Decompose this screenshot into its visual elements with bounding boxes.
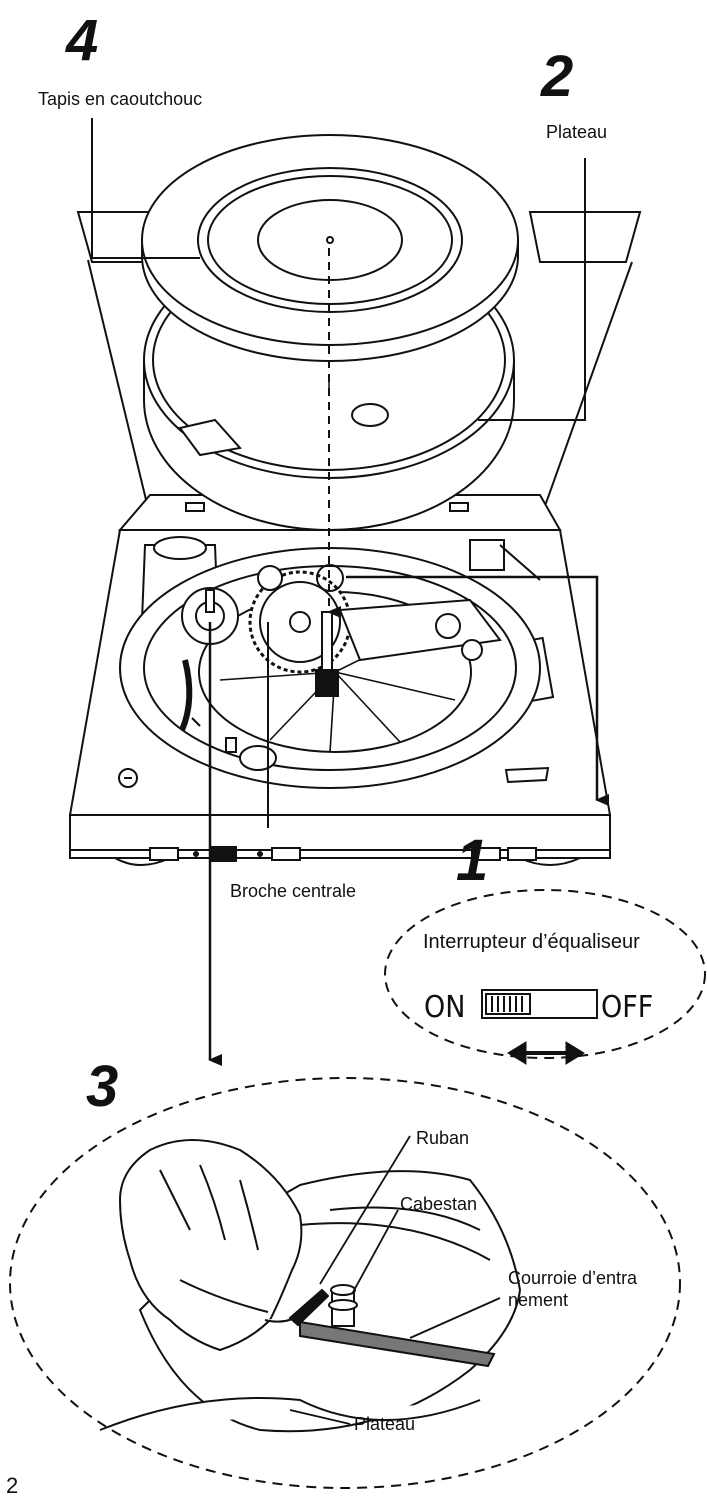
rubber-mat-part	[141, 134, 519, 362]
label-platter-top: Plateau	[546, 122, 607, 142]
label-capstan: Cabestan	[400, 1194, 477, 1214]
turntable-body	[68, 211, 642, 866]
equalizer-callout-ellipse	[384, 889, 706, 1059]
step-3-number: 3	[86, 1054, 118, 1119]
label-rubber-mat: Tapis en caoutchouc	[38, 89, 202, 109]
label-center-spindle: Broche centrale	[230, 881, 356, 901]
page-number: 2	[6, 1473, 18, 1495]
step-1-number: 1	[456, 828, 488, 893]
label-drive-belt-1: Courroie d’entra	[508, 1268, 638, 1288]
equalizer-title: Interrupteur d’équaliseur	[423, 931, 640, 953]
label-drive-belt-2: nement	[508, 1290, 568, 1310]
equalizer-switch-graphic	[481, 989, 598, 1019]
belt-detail-leaders	[289, 1135, 501, 1425]
step-4-number: 4	[65, 8, 98, 73]
belt-installation-illustration	[99, 1139, 522, 1433]
slide-direction-arrow	[507, 1041, 585, 1065]
label-ribbon: Ruban	[416, 1128, 469, 1148]
leader-lines	[91, 118, 586, 828]
belt-detail-ellipse	[9, 1077, 681, 1489]
equalizer-off-label: OFF	[601, 990, 653, 1025]
label-platter-bottom: Plateau	[354, 1414, 415, 1434]
step-2-number: 2	[540, 44, 573, 109]
equalizer-on-label: ON	[424, 990, 465, 1025]
arrow-to-equalizer	[346, 575, 609, 806]
